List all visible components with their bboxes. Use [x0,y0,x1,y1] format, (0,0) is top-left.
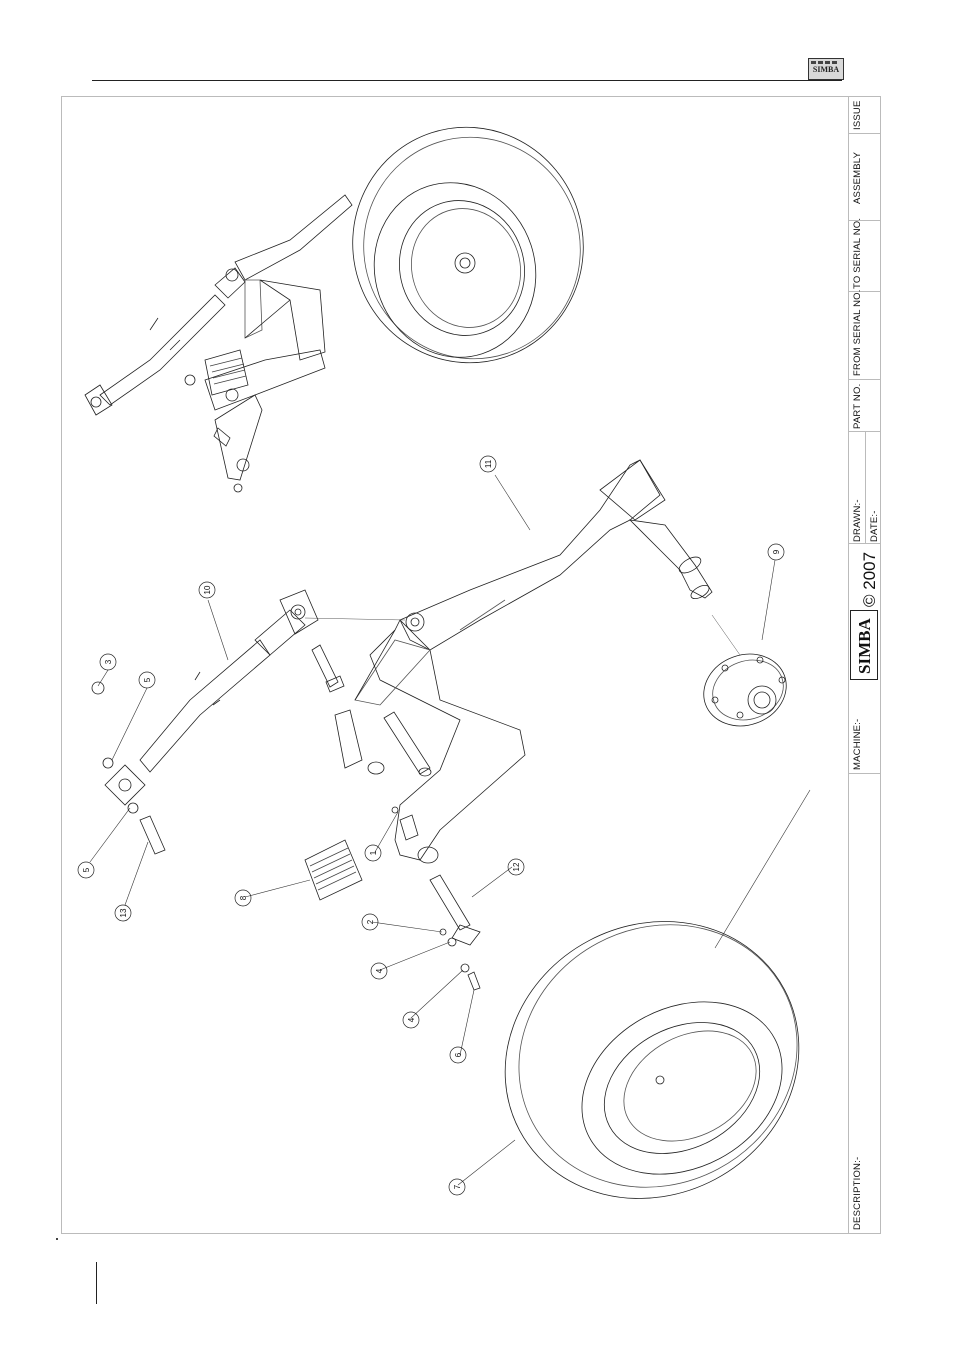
upper-frame-arm [205,195,352,480]
callout-number: 5 [143,677,152,682]
callout-number: 5 [82,867,91,872]
callout-numbers: 3 5 5 13 10 11 9 1 8 2 4 4 6 7 12 [82,459,781,1189]
callout-number: 4 [375,968,384,973]
callout-number: 12 [512,862,521,871]
top-link [105,590,405,805]
wheel-hub [694,615,797,737]
callout-number: 6 [454,1052,463,1057]
callout-number: 2 [366,919,375,924]
top-link-bolt [312,645,344,692]
callout-balloons [78,456,784,1195]
callout-number: 7 [453,1184,462,1189]
small-parts [92,682,480,990]
upper-clamp [185,350,248,401]
frame-pin [384,712,431,776]
upper-wheel [322,97,614,393]
callout-number: 4 [407,1017,416,1022]
upper-top-link [85,268,245,415]
callout-number: 1 [369,850,378,855]
leader-lines [90,475,810,1185]
callout-number: 13 [119,908,128,917]
callout-number: 10 [203,585,212,594]
lower-wheel [456,870,848,1249]
callout-number: 11 [484,459,493,468]
callout-number: 9 [772,549,781,554]
callout-number: 8 [239,895,248,900]
main-frame-arm [335,460,712,863]
clamp-assembly [305,840,362,900]
callout-number: 3 [104,659,113,664]
